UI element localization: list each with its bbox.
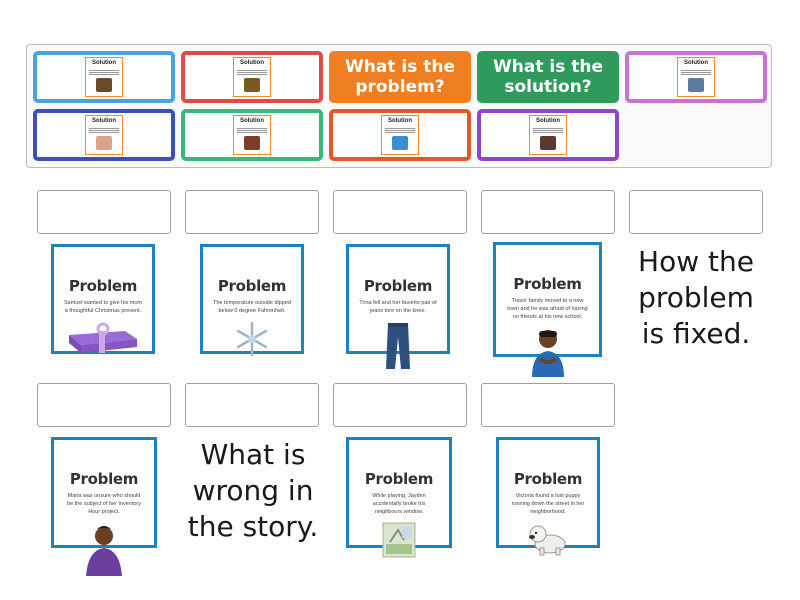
drop-slot[interactable] xyxy=(481,190,615,234)
jeans-icon xyxy=(392,136,408,150)
solution-thumbnail: Solution xyxy=(529,115,567,155)
thumbnail-text-lines xyxy=(533,127,563,133)
solution-tile[interactable]: Solution xyxy=(625,51,767,103)
window-icon xyxy=(382,522,416,563)
card-description: Maria was unsure who should be the subje… xyxy=(67,493,141,515)
solution-tile[interactable]: Solution xyxy=(181,51,323,103)
gold-icon xyxy=(244,78,260,92)
window-icon xyxy=(540,136,556,150)
tile-label: What is the solution? xyxy=(493,57,603,97)
solution-thumbnail: Solution xyxy=(85,57,123,97)
problem-definition-text: What is wrong in the story. xyxy=(187,438,319,543)
boy-icon xyxy=(526,327,570,382)
card-title: Problem xyxy=(69,470,139,488)
solution-tile[interactable]: Solution xyxy=(477,109,619,161)
fire-icon xyxy=(244,136,260,150)
solution-tile[interactable]: Solution xyxy=(33,51,175,103)
thumbnail-text-lines xyxy=(385,127,415,133)
thumbnail-text-lines xyxy=(237,69,267,75)
drop-slot[interactable] xyxy=(629,190,763,234)
card-title: Problem xyxy=(217,277,287,295)
card-description: Samuel wanted to give his mom a thoughtf… xyxy=(64,300,142,314)
card-title: Problem xyxy=(363,277,433,295)
thumbnail-title: Solution xyxy=(92,60,116,66)
gift-icon xyxy=(63,321,143,360)
thumbnail-text-lines xyxy=(89,127,119,133)
solution-tile[interactable]: Solution xyxy=(33,109,175,161)
snowflake-icon xyxy=(234,321,270,362)
girl-icon xyxy=(82,522,126,581)
solution-thumbnail: Solution xyxy=(381,115,419,155)
thumbnail-title: Solution xyxy=(536,118,560,124)
dog-icon xyxy=(526,522,570,561)
jeans-icon xyxy=(383,321,413,376)
plant-icon xyxy=(96,78,112,92)
thumbnail-text-lines xyxy=(681,69,711,75)
card-description: The temperature outside dipped below 0 d… xyxy=(213,300,291,314)
solution-thumbnail: Solution xyxy=(233,115,271,155)
problem-question-tile[interactable]: What is the problem? xyxy=(329,51,471,103)
drop-slot[interactable] xyxy=(185,190,319,234)
card-description: Trina fell and her favorite pair of jean… xyxy=(359,300,437,314)
thumbnail-title: Solution xyxy=(92,118,116,124)
hand-icon xyxy=(96,136,112,150)
solution-thumbnail: Solution xyxy=(233,57,271,97)
gift-icon xyxy=(688,78,704,92)
solution-tile[interactable]: Solution xyxy=(329,109,471,161)
solution-tile[interactable]: Solution xyxy=(181,109,323,161)
thumbnail-title: Solution xyxy=(240,118,264,124)
card-title: Problem xyxy=(513,470,583,488)
thumbnail-title: Solution xyxy=(240,60,264,66)
solution-question-tile[interactable]: What is the solution? xyxy=(477,51,619,103)
card-description: While playing, Jayden accidentally broke… xyxy=(372,493,426,515)
drop-slot[interactable] xyxy=(37,383,171,427)
drop-slot[interactable] xyxy=(333,383,467,427)
card-title: Problem xyxy=(364,470,434,488)
card-title: Problem xyxy=(513,275,582,293)
solution-thumbnail: Solution xyxy=(677,57,715,97)
thumbnail-text-lines xyxy=(237,127,267,133)
tile-label: What is the problem? xyxy=(345,57,455,97)
tile-bank: Solution Solution What is the problem? W… xyxy=(26,44,772,168)
drop-slot[interactable] xyxy=(333,190,467,234)
card-description: Travis' family moved to a new town and h… xyxy=(507,298,588,320)
drop-slot[interactable] xyxy=(481,383,615,427)
thumbnail-text-lines xyxy=(89,69,119,75)
solution-thumbnail: Solution xyxy=(85,115,123,155)
solution-definition-text: How the problem is fixed. xyxy=(638,245,754,350)
drop-slot[interactable] xyxy=(37,190,171,234)
thumbnail-title: Solution xyxy=(684,60,708,66)
card-title: Problem xyxy=(68,277,138,295)
drop-slot[interactable] xyxy=(185,383,319,427)
thumbnail-title: Solution xyxy=(388,118,412,124)
card-description: Victoria found a lost puppy running down… xyxy=(511,493,585,515)
